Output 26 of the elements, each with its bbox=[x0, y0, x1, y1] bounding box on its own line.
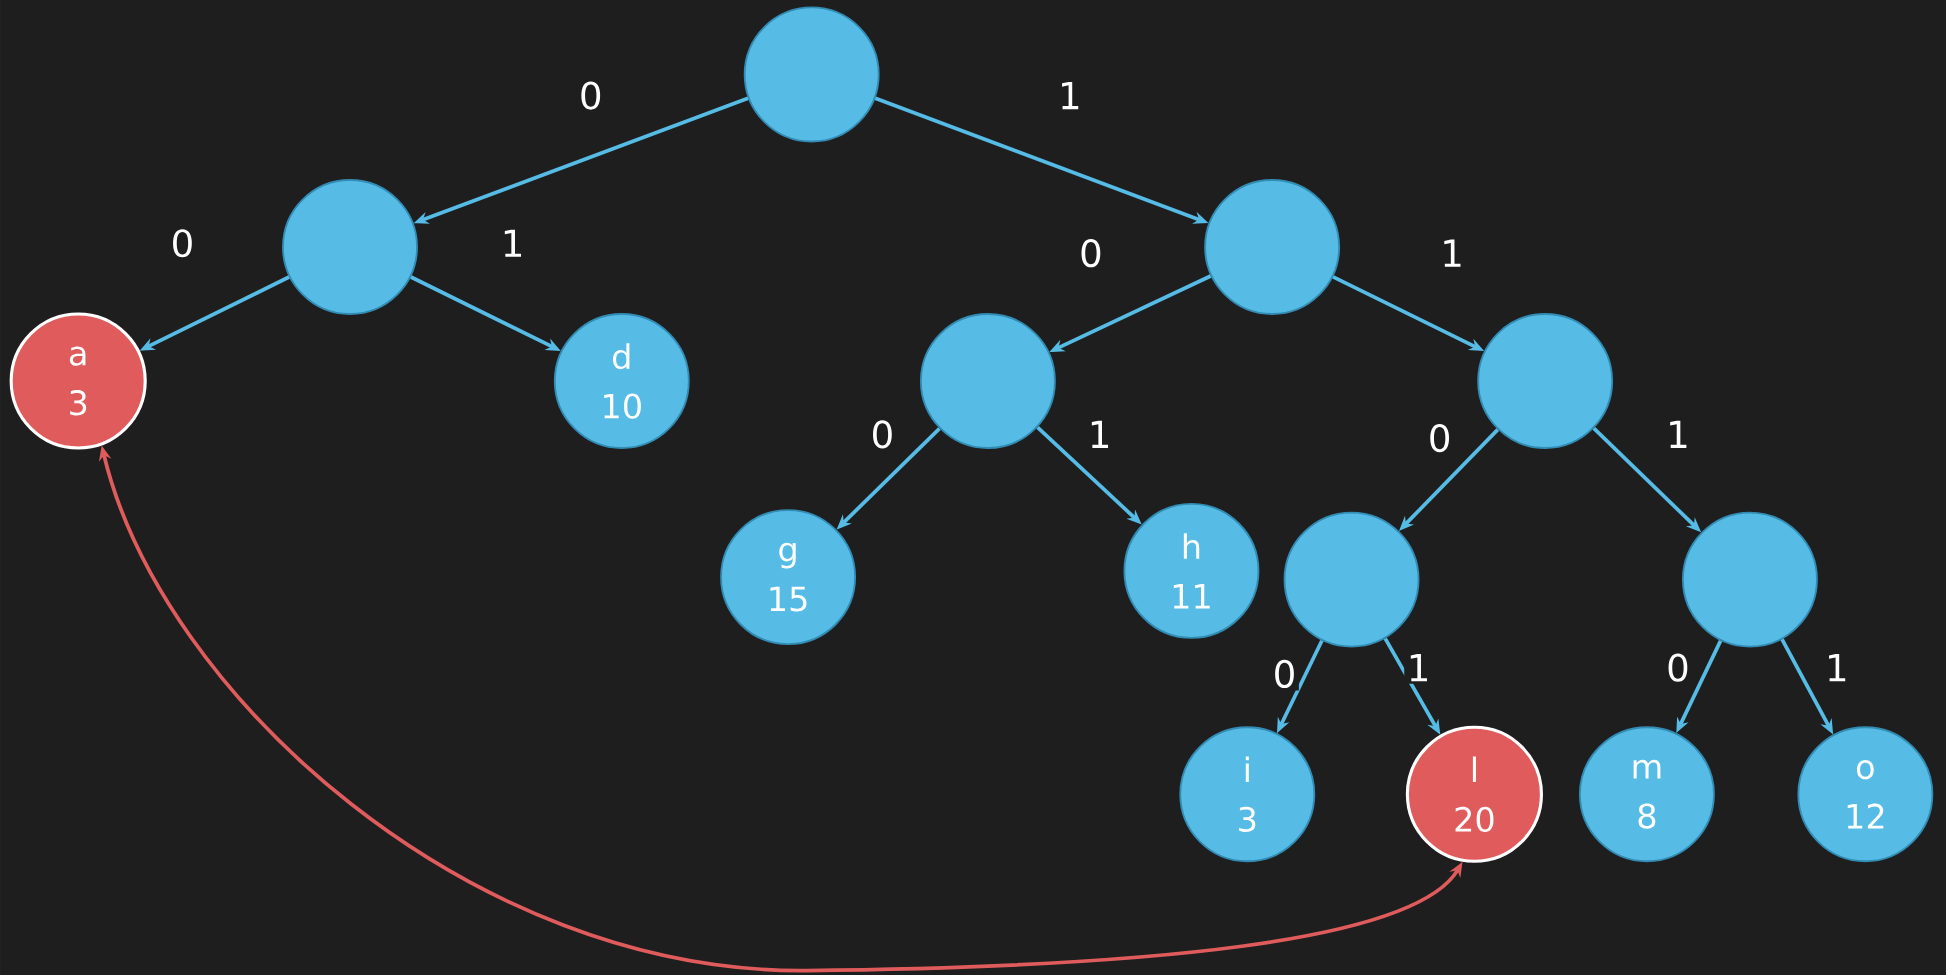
edge-label: 0 bbox=[1270, 657, 1299, 691]
tree-node bbox=[1682, 511, 1818, 648]
edge-label: 0 bbox=[168, 226, 197, 260]
edge-label: 1 bbox=[1085, 418, 1114, 451]
edge-label: 1 bbox=[1663, 418, 1693, 451]
tree-node bbox=[743, 6, 880, 143]
highlighted-node: l 20 bbox=[1405, 725, 1543, 863]
tree-node: o 12 bbox=[1797, 726, 1934, 862]
edge-label: 0 bbox=[868, 417, 897, 451]
edge-label: 1 bbox=[1404, 651, 1433, 684]
tree-node: m 8 bbox=[1578, 726, 1715, 862]
tree-node: d 10 bbox=[553, 312, 690, 449]
edge-label: 1 bbox=[1055, 79, 1085, 112]
tree-node bbox=[1283, 511, 1420, 648]
tree-node: i 3 bbox=[1179, 726, 1316, 862]
tree-node: h 11 bbox=[1123, 502, 1260, 639]
edge-label: 0 bbox=[1425, 421, 1454, 455]
tree-node bbox=[282, 178, 418, 315]
tree-node bbox=[919, 312, 1056, 449]
edge-label: 0 bbox=[576, 78, 606, 112]
edge-label: 1 bbox=[1822, 651, 1852, 684]
tree-node: g 15 bbox=[720, 508, 857, 645]
highlighted-node: a 3 bbox=[9, 312, 147, 450]
edge-label: 1 bbox=[498, 226, 527, 260]
tree-node bbox=[1204, 178, 1341, 315]
tree-node bbox=[1477, 312, 1614, 449]
